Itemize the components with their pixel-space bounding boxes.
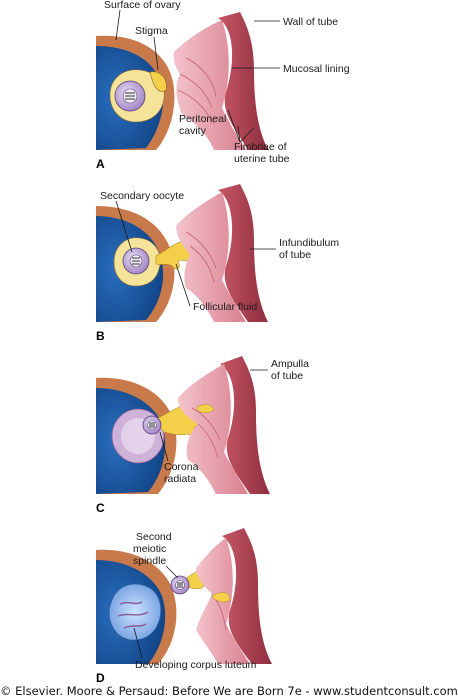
tube-wall (218, 12, 268, 150)
label-ampulla-2: of tube (271, 370, 303, 382)
label-surface-of-ovary: Surface of ovary (104, 0, 181, 11)
tube-mucosa (173, 20, 246, 150)
label-spindle-1: Second (136, 531, 172, 543)
panel-c: Ampulla of tube Corona radiata C (96, 356, 309, 515)
tube-mucosa (178, 364, 248, 494)
label-infundibulum-2: of tube (279, 249, 311, 261)
label-corona-1: Corona (164, 461, 199, 473)
label-ampulla-1: Ampulla (271, 358, 309, 370)
label-mucosal-lining: Mucosal lining (283, 63, 350, 75)
panel-letter-c: C (96, 501, 105, 515)
label-spindle-2: meiotic (133, 543, 166, 555)
panel-letter-d: D (96, 671, 105, 685)
label-corona-2: radiata (164, 473, 196, 485)
label-stigma: Stigma (135, 25, 168, 37)
stigma-bulge (149, 71, 167, 92)
label-follicular-fluid: Follicular fluid (193, 301, 257, 313)
label-fimbriae-2: uterine tube (234, 153, 290, 165)
label-secondary-oocyte: Secondary oocyte (100, 190, 184, 202)
label-spindle-3: spindle (133, 555, 166, 567)
tube-wall (222, 528, 272, 664)
panel-letter-b: B (96, 329, 105, 343)
panel-b: Secondary oocyte Infundibulum of tube Fo… (96, 184, 339, 343)
label-wall-of-tube: Wall of tube (283, 16, 338, 28)
label-infundibulum-1: Infundibulum (279, 237, 339, 249)
copyright-credit: © Elsevier. Moore & Persaud: Before We a… (0, 684, 458, 698)
label-fimbriae-1: Fimbriae of (234, 141, 287, 153)
panel-d: Second meiotic spindle Developing corpus… (96, 528, 272, 685)
corpus-luteum (108, 583, 162, 641)
panel-a: Surface of ovary Stigma Wall of tube Muc… (96, 0, 350, 171)
tube-wall (220, 356, 270, 494)
panel-letter-a: A (96, 157, 105, 171)
label-peritoneal-1: Peritoneal (179, 113, 226, 125)
label-corpus-luteum: Developing corpus luteum (135, 659, 257, 671)
tube-wall (218, 184, 268, 322)
ovulation-diagram: Surface of ovary Stigma Wall of tube Muc… (96, 0, 350, 685)
label-peritoneal-2: cavity (179, 125, 207, 137)
